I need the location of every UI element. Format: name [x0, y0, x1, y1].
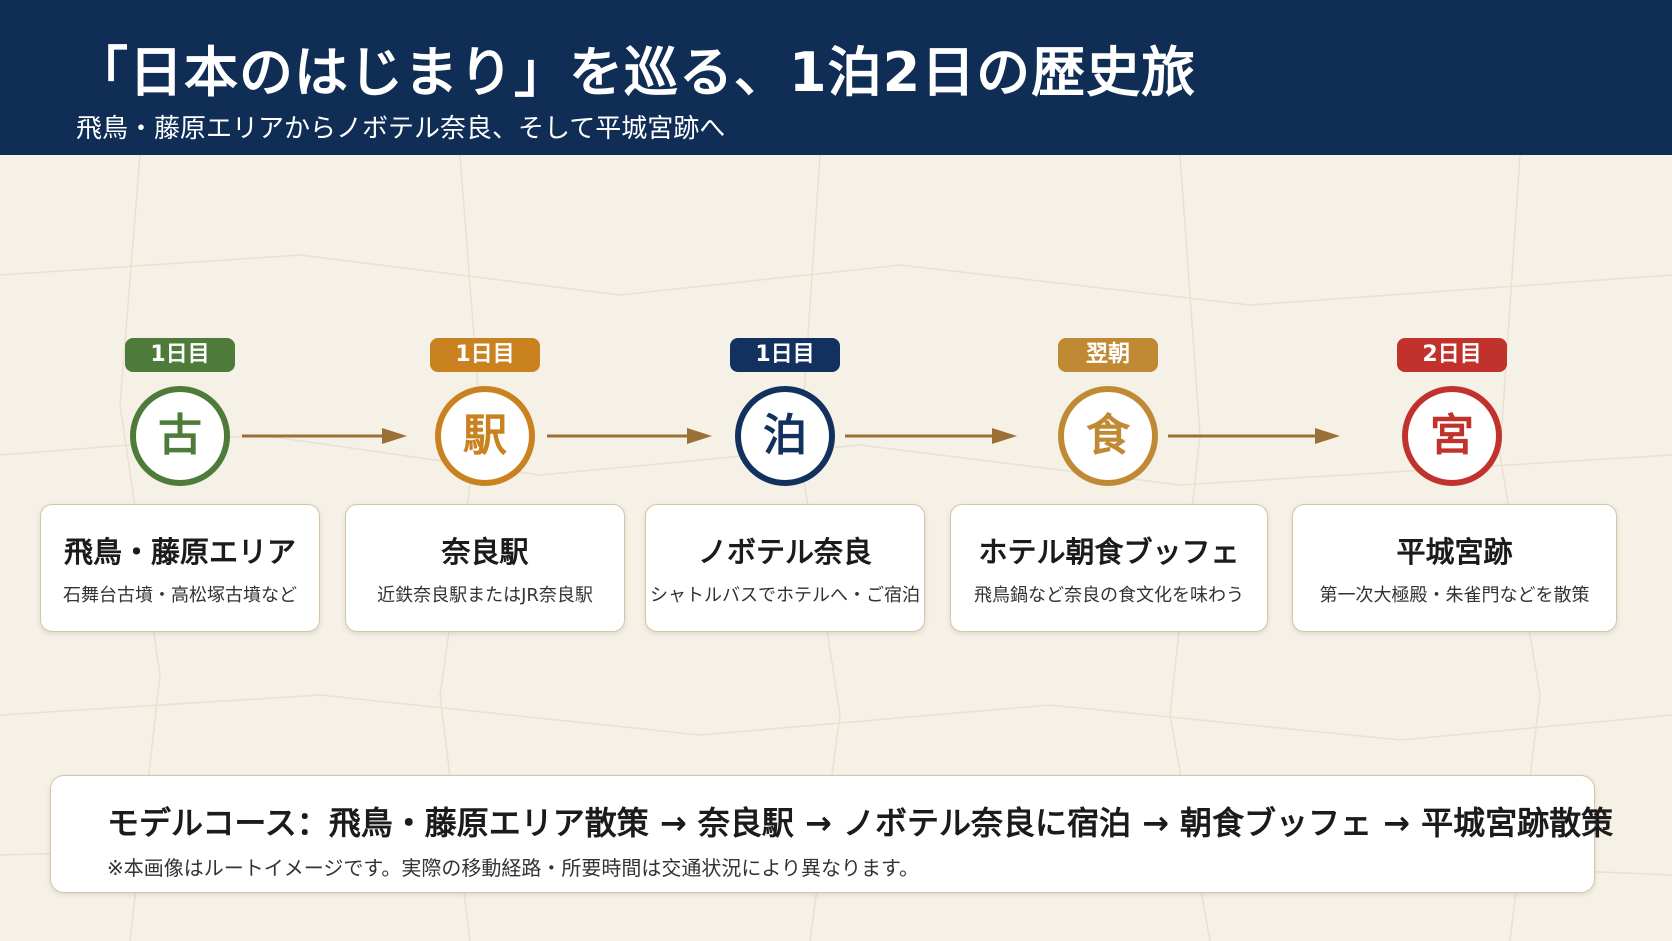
- header-banner: 「日本のはじまり」を巡る、1泊2日の歴史旅 飛鳥・藤原エリアからノボテル奈良、そ…: [0, 0, 1672, 155]
- route-arrow-icon: [242, 428, 407, 444]
- stop-description: 石舞台古墳・高松塚古墳など: [63, 585, 297, 606]
- station-icon: 駅: [435, 386, 535, 486]
- stop-card: 奈良駅 近鉄奈良駅またはJR奈良駅: [345, 504, 625, 632]
- route-arrow-icon: [1168, 428, 1340, 444]
- model-course-box: モデルコース：飛鳥・藤原エリア散策 → 奈良駅 → ノボテル奈良に宿泊 → 朝食…: [50, 775, 1613, 893]
- meal-icon: 食: [1058, 386, 1158, 486]
- stop-description: シャトルバスでホテルへ・ご宿泊: [650, 585, 920, 606]
- hotel-icon: 泊: [735, 386, 835, 486]
- stop-title: ホテル朝食ブッフェ: [978, 535, 1240, 569]
- day-badge: 2日目: [1397, 338, 1507, 372]
- palace-icon: 宮: [1402, 386, 1502, 486]
- stop-description: 第一次大極殿・朱雀門などを散策: [1319, 585, 1590, 606]
- day-badge: 翌朝: [1058, 338, 1158, 372]
- stop-card: 飛鳥・藤原エリア 石舞台古墳・高松塚古墳など: [40, 504, 320, 632]
- route-arrow-icon: [547, 428, 712, 444]
- route-arrow-icon: [845, 428, 1017, 444]
- stop-description: 近鉄奈良駅またはJR奈良駅: [377, 585, 593, 606]
- stop-title: 飛鳥・藤原エリア: [63, 535, 296, 569]
- day-badge: 1日目: [430, 338, 540, 372]
- stop-card: ノボテル奈良 シャトルバスでホテルへ・ご宿泊: [645, 504, 925, 632]
- page-subtitle: 飛鳥・藤原エリアからノボテル奈良、そして平城宮跡へ: [76, 114, 726, 144]
- stop-card: 平城宮跡 第一次大極殿・朱雀門などを散策: [1292, 504, 1617, 632]
- stop-description: 飛鳥鍋など奈良の食文化を味わう: [974, 585, 1244, 606]
- day-badge: 1日目: [730, 338, 840, 372]
- stop-title: ノボテル奈良: [697, 535, 872, 569]
- stop-title: 平城宮跡: [1396, 535, 1513, 569]
- stop-title: 奈良駅: [441, 535, 529, 569]
- kofun-icon: 古: [130, 386, 230, 486]
- stop-card: ホテル朝食ブッフェ 飛鳥鍋など奈良の食文化を味わう: [950, 504, 1268, 632]
- disclaimer-text: ※本画像はルートイメージです。実際の移動経路・所要時間は交通状況により異なります…: [107, 856, 919, 880]
- model-course-text: モデルコース：飛鳥・藤原エリア散策 → 奈良駅 → ノボテル奈良に宿泊 → 朝食…: [107, 804, 1614, 842]
- page-title: 「日本のはじまり」を巡る、1泊2日の歴史旅: [74, 41, 1197, 104]
- day-badge: 1日目: [125, 338, 235, 372]
